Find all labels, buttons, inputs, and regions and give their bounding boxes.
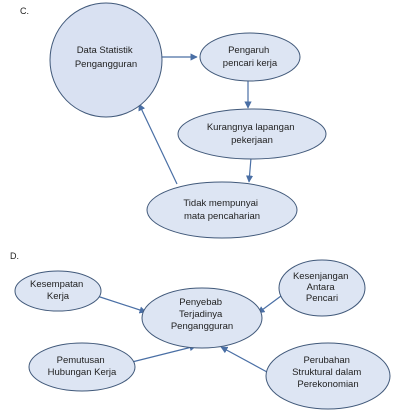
- node-data-statistik-shape: [49, 2, 163, 118]
- node-pemutusan-shape: [28, 342, 136, 392]
- node-penyebab-shape: [141, 287, 263, 349]
- node-pemutusan: Pemutusan Hubungan Kerja: [28, 342, 136, 392]
- section-c-label: C.: [20, 6, 29, 16]
- svg-text:Pemutusan Hubungan Kerja: Pemutusan Hubungan Kerja: [48, 355, 117, 378]
- edge-perubahan-to-penyebab: [220, 346, 268, 373]
- svg-text:Kesenjangan Antara: Kesenjangan Antara Pencari: [293, 271, 351, 304]
- svg-text:Kurangnya lapangan peker: Kurangnya lapangan pekerjaan: [207, 122, 297, 146]
- node-kesenjangan: Kesenjangan Antara Pencari: [278, 259, 366, 317]
- node-kesenjangan-line-3: Pencari: [306, 293, 338, 304]
- node-kurangnya-lapangan-line-1: Kurangnya lapangan: [207, 122, 295, 133]
- edge-pemutusan-to-penyebab: [127, 344, 197, 364]
- node-pemutusan-line-1: Pemutusan: [57, 355, 105, 366]
- edge-kurangnya-to-tidak: [245, 157, 254, 183]
- node-kesempatan-line-2: Kerja: [47, 291, 70, 302]
- node-penyebab-line-1: Penyebab: [179, 297, 222, 308]
- edge-kesenjangan-to-penyebab: [257, 295, 282, 314]
- svg-text:Pengaruh pencari kerja: Pengaruh pencari kerja: [223, 45, 278, 69]
- node-kesempatan: Kesempatan Kerja: [14, 270, 102, 312]
- node-perubahan-line-2: Struktural dalam: [292, 367, 361, 378]
- node-pengaruh-pencari: Pengaruh pencari kerja: [199, 32, 301, 82]
- svg-text:Tidak mempunyai mata pen: Tidak mempunyai mata pencaharian: [183, 198, 260, 222]
- svg-text:Penyebab Terjadinya: Penyebab Terjadinya Pengangguran: [171, 297, 233, 332]
- node-kesenjangan-line-2: Antara: [307, 282, 336, 293]
- node-penyebab: Penyebab Terjadinya Pengangguran: [141, 287, 263, 349]
- node-tidak-mempunyai-line-2: mata pencaharian: [184, 211, 260, 222]
- edge-tidak-to-data: [138, 103, 178, 185]
- node-kesempatan-line-1: Kesempatan: [30, 279, 83, 290]
- node-data-statistik: Data Statistik Pengangguran: [49, 2, 163, 118]
- node-pemutusan-line-2: Hubungan Kerja: [48, 367, 117, 378]
- node-kesenjangan-shape: [278, 259, 366, 317]
- node-tidak-mempunyai-shape: [146, 181, 298, 239]
- node-kurangnya-lapangan-line-2: pekerjaan: [231, 135, 273, 146]
- svg-text:Data Statistik Penganggu: Data Statistik Pengangguran: [75, 45, 137, 70]
- node-penyebab-line-2: Terjadinya: [179, 309, 223, 320]
- node-data-statistik-line-2: Pengangguran: [75, 59, 137, 70]
- node-pengaruh-pencari-line-2: pencari kerja: [223, 58, 278, 69]
- edge-kesempatan-to-penyebab: [96, 295, 147, 314]
- node-kurangnya-lapangan: Kurangnya lapangan pekerjaan: [177, 108, 327, 160]
- node-tidak-mempunyai-line-1: Tidak mempunyai: [183, 198, 258, 209]
- node-kurangnya-lapangan-shape: [177, 108, 327, 160]
- node-pengaruh-pencari-shape: [199, 32, 301, 82]
- node-perubahan-shape: [265, 342, 391, 410]
- node-penyebab-line-3: Pengangguran: [171, 321, 233, 332]
- node-pengaruh-pencari-line-1: Pengaruh: [228, 45, 269, 56]
- node-kesenjangan-line-1: Kesenjangan: [293, 271, 348, 282]
- node-kesempatan-shape: [14, 270, 102, 312]
- node-perubahan-line-1: Perubahan: [303, 355, 349, 366]
- node-data-statistik-line-1: Data Statistik: [77, 45, 133, 56]
- svg-text:Kesempatan Kerja: Kesempatan Kerja: [30, 279, 86, 302]
- node-perubahan: Perubahan Struktural dalam Perekonomian: [265, 342, 391, 410]
- node-tidak-mempunyai: Tidak mempunyai mata pencaharian: [146, 181, 298, 239]
- node-perubahan-line-3: Perekonomian: [297, 379, 358, 390]
- svg-text:Perubahan Struktural dal: Perubahan Struktural dalam Perekonomian: [292, 355, 364, 390]
- section-d-label: D.: [10, 251, 19, 261]
